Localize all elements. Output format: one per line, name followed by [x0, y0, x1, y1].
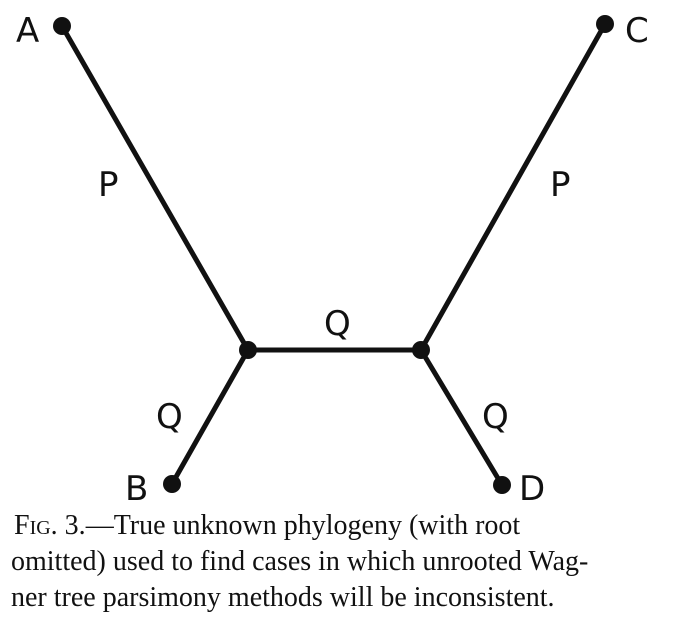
branch-c [418, 21, 608, 353]
node-label-a: A [16, 11, 39, 51]
figure-caption: Fig. 3.—True unknown phylogeny (with roo… [0, 508, 676, 616]
edge-label-b: Q [156, 397, 183, 437]
figure-number: Fig. 3. [14, 510, 86, 541]
node-label-b: B [125, 469, 148, 509]
branch-b [169, 347, 251, 487]
node-a [53, 17, 71, 35]
caption-line-2: omitted) used to find cases in which unr… [11, 546, 589, 577]
branch-d [418, 347, 505, 488]
caption-line-1: Fig. 3.—True unknown phylogeny (with roo… [0, 508, 676, 544]
node-c [596, 15, 614, 33]
edge-label-internal: Q [324, 304, 351, 344]
caption-line-1-text: —True unknown phylogeny (with root [85, 510, 521, 541]
branch-a [59, 23, 251, 353]
edge-label-a-left: P [98, 165, 119, 205]
edge-label-c-right: P [550, 165, 571, 205]
caption-line-3: ner tree parsimony methods will be incon… [11, 582, 555, 613]
edge-label-d: Q [482, 397, 509, 437]
node-label-c: C [625, 11, 649, 51]
node-b [163, 475, 181, 493]
node-d [493, 476, 511, 494]
internal-node-left [239, 341, 257, 359]
node-label-d: D [519, 469, 545, 509]
internal-node-right [412, 341, 430, 359]
